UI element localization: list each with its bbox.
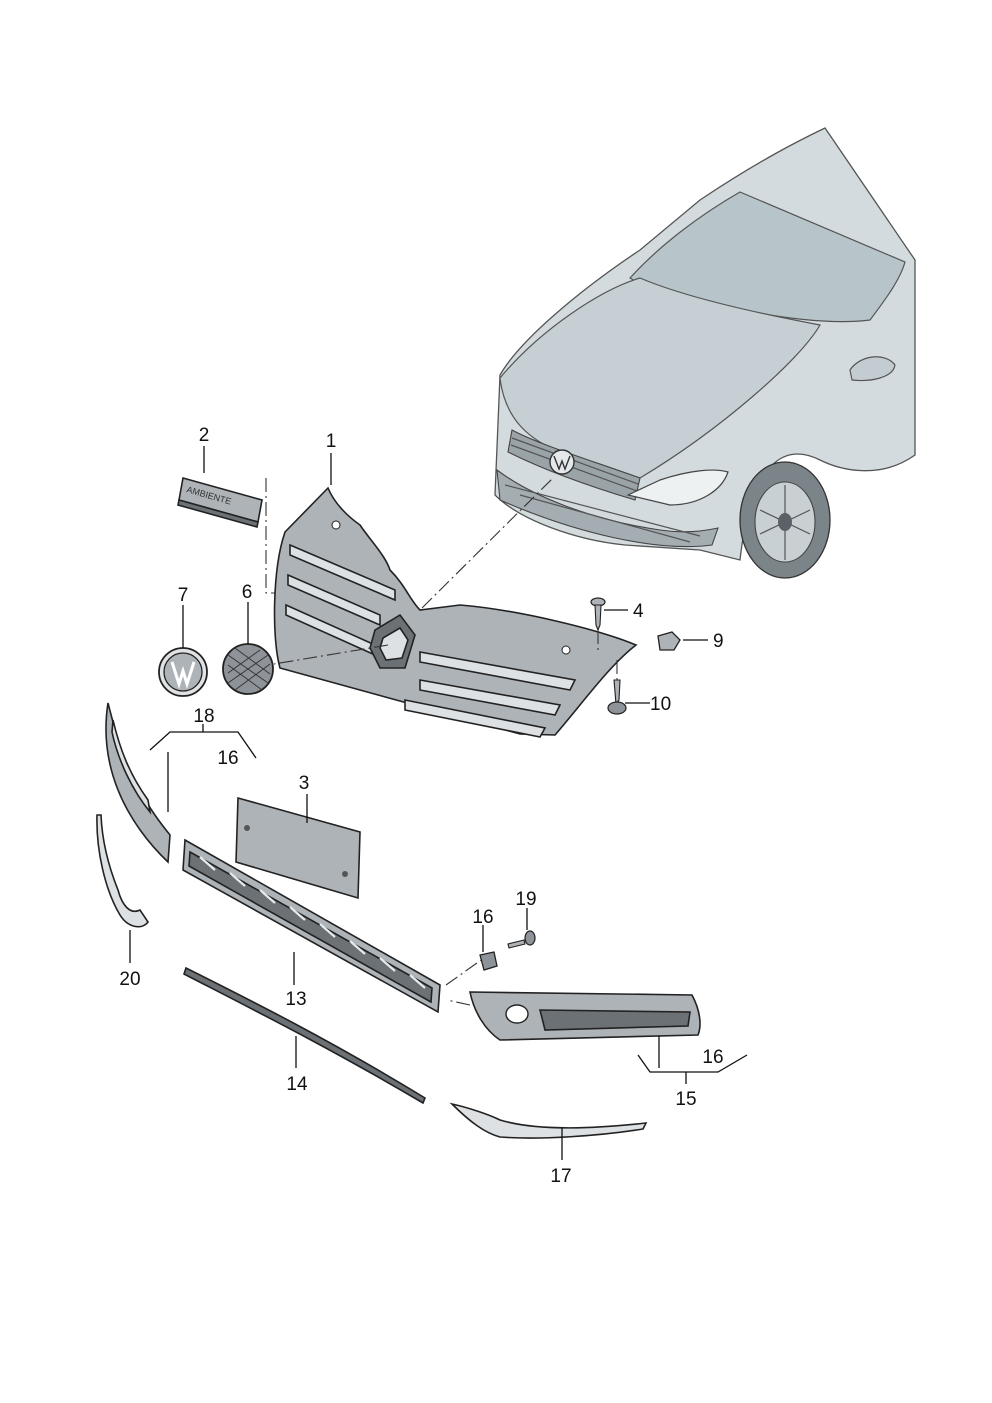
label-16-clip: 16 bbox=[472, 907, 493, 928]
label-18: 18 bbox=[193, 706, 214, 727]
label-14: 14 bbox=[286, 1074, 308, 1095]
part-7-vw-badge bbox=[158, 647, 208, 697]
label-17: 17 bbox=[550, 1166, 571, 1187]
label-3: 3 bbox=[299, 773, 310, 794]
part-17-right-chrome-strip bbox=[449, 1102, 648, 1139]
vehicle-front-illustration bbox=[494, 127, 916, 579]
label-1: 1 bbox=[326, 431, 337, 452]
part-number-labels: 1 2 3 4 6 7 9 10 13 14 15 16 16 16 17 18… bbox=[119, 425, 723, 1187]
part-9-spring-nut bbox=[657, 631, 681, 651]
label-16-left: 16 bbox=[217, 748, 238, 769]
label-4: 4 bbox=[633, 601, 644, 622]
vw-logo-icon bbox=[170, 661, 196, 690]
part-4-screw bbox=[590, 597, 606, 632]
part-14-lower-trim-strip bbox=[183, 966, 426, 1105]
leader-lines bbox=[129, 446, 748, 1160]
label-7: 7 bbox=[178, 585, 189, 606]
part-20-left-chrome-trim bbox=[96, 814, 149, 928]
label-6: 6 bbox=[242, 582, 253, 603]
part-18-left-grille-insert bbox=[105, 702, 171, 864]
label-9: 9 bbox=[713, 631, 724, 652]
part-10-screw bbox=[607, 679, 627, 715]
label-2: 2 bbox=[199, 425, 210, 446]
label-19: 19 bbox=[515, 889, 536, 910]
part-6-badge-carrier-mesh bbox=[222, 643, 274, 695]
label-10: 10 bbox=[650, 694, 671, 715]
label-13: 13 bbox=[285, 989, 306, 1010]
part-13-lower-grille bbox=[182, 838, 441, 1014]
part-2-name-strip: AMBIENTE bbox=[177, 476, 263, 529]
part-19-screw bbox=[507, 930, 536, 949]
label-16-right: 16 bbox=[702, 1047, 723, 1068]
label-15: 15 bbox=[675, 1089, 696, 1110]
part-1-radiator-grille bbox=[273, 486, 638, 738]
part-15-right-grille-insert bbox=[469, 991, 701, 1041]
part-16-clip bbox=[479, 951, 498, 971]
part-3-license-plate-holder bbox=[235, 796, 361, 900]
label-20: 20 bbox=[119, 969, 140, 990]
